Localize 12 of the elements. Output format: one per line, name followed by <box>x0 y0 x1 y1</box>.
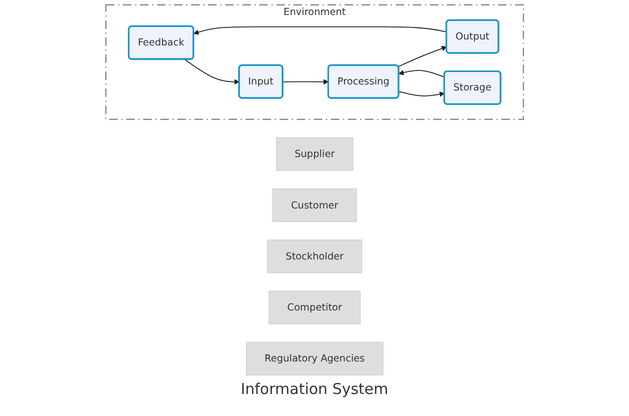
node-box: Stockholder <box>266 240 362 274</box>
label-text: Information System <box>240 380 388 398</box>
node-box: Regulatory Agencies <box>246 342 384 376</box>
arrow <box>398 70 445 78</box>
arrow <box>398 91 445 97</box>
arrow <box>282 79 329 85</box>
arrow <box>398 46 447 68</box>
node-box: Customer <box>272 188 357 222</box>
node-box: Supplier <box>276 137 354 171</box>
arrow <box>184 58 240 85</box>
arrow <box>193 26 447 35</box>
node-box: Competitor <box>268 290 360 324</box>
